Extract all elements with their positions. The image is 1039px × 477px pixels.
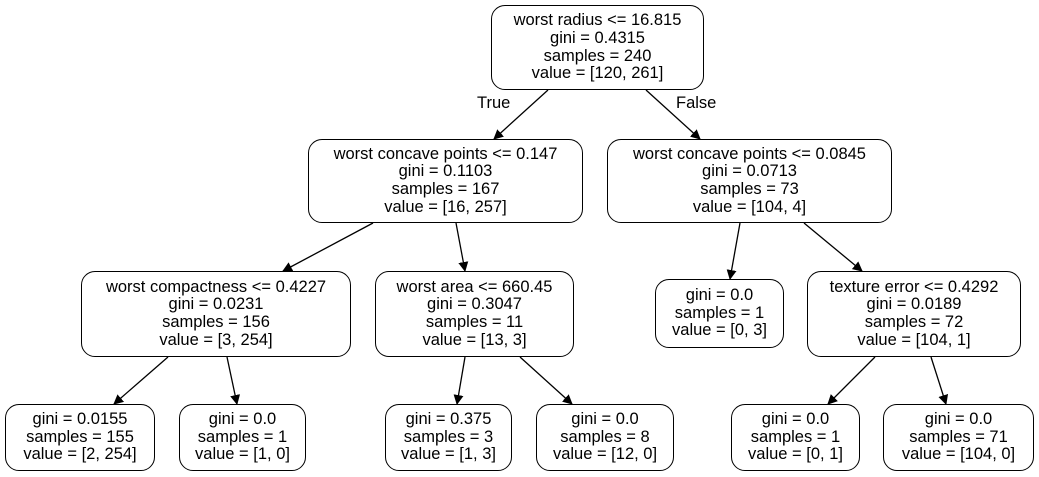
edge-label-true: True [477,94,511,112]
node-gini: gini = 0.0 [924,410,993,429]
node-condition: texture error <= 0.4292 [829,277,999,296]
tree-node-3: worst compactness <= 0.4227 gini = 0.023… [81,271,351,357]
node-value: value = [3, 254] [159,330,273,349]
edge-n1-n4 [455,222,469,272]
tree-node-5-leaf: gini = 0.0 samples = 1 value = [0, 3] [655,279,784,348]
node-gini: gini = 0.375 [405,410,492,429]
node-value: value = [104, 0] [901,445,1016,464]
node-value: value = [120, 261] [531,64,664,83]
node-gini: gini = 0.0713 [702,162,797,181]
tree-node-8-leaf: gini = 0.0 samples = 1 value = [1, 0] [179,404,306,471]
tree-node-9-leaf: gini = 0.375 samples = 3 value = [1, 3] [385,404,512,471]
node-samples: samples = 167 [391,180,500,198]
edge-n3-n7 [113,356,169,405]
node-samples: samples = 11 [425,313,524,331]
edge-n1-n3 [282,222,374,272]
node-samples: samples = 72 [864,313,964,331]
node-samples: samples = 1 [750,427,841,446]
edge-n0-n2 [645,89,701,140]
node-gini: gini = 0.0 [208,410,277,429]
node-gini: gini = 0.0 [685,286,754,305]
node-samples: samples = 1 [674,303,765,322]
tree-node-10-leaf: gini = 0.0 samples = 8 value = [12, 0] [536,404,674,471]
edge-n0-n1 [493,89,549,140]
node-samples: samples = 240 [543,46,652,65]
tree-node-11-leaf: gini = 0.0 samples = 1 value = [0, 1] [731,404,860,471]
node-value: value = [104, 1] [857,330,971,349]
node-gini: gini = 0.0155 [32,410,128,429]
node-gini: gini = 0.3047 [427,295,522,314]
node-gini: gini = 0.0 [761,410,830,429]
node-condition: worst area <= 660.45 [396,277,553,296]
node-value: value = [12, 0] [552,445,658,464]
edge-n6-n12 [930,356,949,405]
node-gini: gini = 0.0 [571,410,639,429]
edge-n2-n5 [726,222,741,280]
node-value: value = [0, 1] [748,445,843,464]
tree-node-6: texture error <= 0.4292 gini = 0.0189 sa… [807,271,1021,357]
node-value: value = [13, 3] [422,330,527,349]
tree-node-12-leaf: gini = 0.0 samples = 71 value = [104, 0] [883,404,1034,471]
node-value: value = [104, 4] [692,197,807,216]
tree-node-2: worst concave points <= 0.0845 gini = 0.… [607,139,892,223]
node-gini: gini = 0.1103 [398,162,493,181]
node-samples: samples = 71 [909,427,1008,446]
node-samples: samples = 73 [700,180,799,198]
node-condition: worst concave points <= 0.0845 [633,144,866,163]
edge-n2-n6 [803,222,863,272]
node-value: value = [1, 3] [401,445,496,464]
node-condition: worst concave points <= 0.147 [333,144,558,163]
node-samples: samples = 1 [197,427,288,446]
node-condition: worst radius <= 16.815 [513,11,682,30]
edge-label-false: False [676,94,717,112]
edge-n3-n8 [226,356,241,405]
node-value: value = [1, 0] [195,445,290,464]
node-value: value = [0, 3] [672,321,767,340]
node-samples: samples = 155 [26,427,134,446]
node-condition: worst compactness <= 0.4227 [105,277,327,296]
tree-node-1: worst concave points <= 0.147 gini = 0.1… [308,139,583,223]
edge-n4-n9 [453,356,466,405]
node-samples: samples = 3 [403,427,494,446]
tree-node-root: worst radius <= 16.815 gini = 0.4315 sam… [491,5,704,90]
edge-n4-n10 [519,356,573,405]
node-samples: samples = 8 [560,427,650,446]
node-value: value = [2, 254] [23,445,137,464]
tree-node-4: worst area <= 660.45 gini = 0.3047 sampl… [375,271,574,357]
node-gini: gini = 0.0231 [168,295,264,314]
node-value: value = [16, 257] [384,197,507,216]
edge-n6-n11 [827,356,876,405]
node-samples: samples = 156 [162,313,270,331]
tree-node-7-leaf: gini = 0.0155 samples = 155 value = [2, … [5,404,155,471]
node-gini: gini = 0.0189 [866,295,962,314]
node-gini: gini = 0.4315 [550,28,645,47]
